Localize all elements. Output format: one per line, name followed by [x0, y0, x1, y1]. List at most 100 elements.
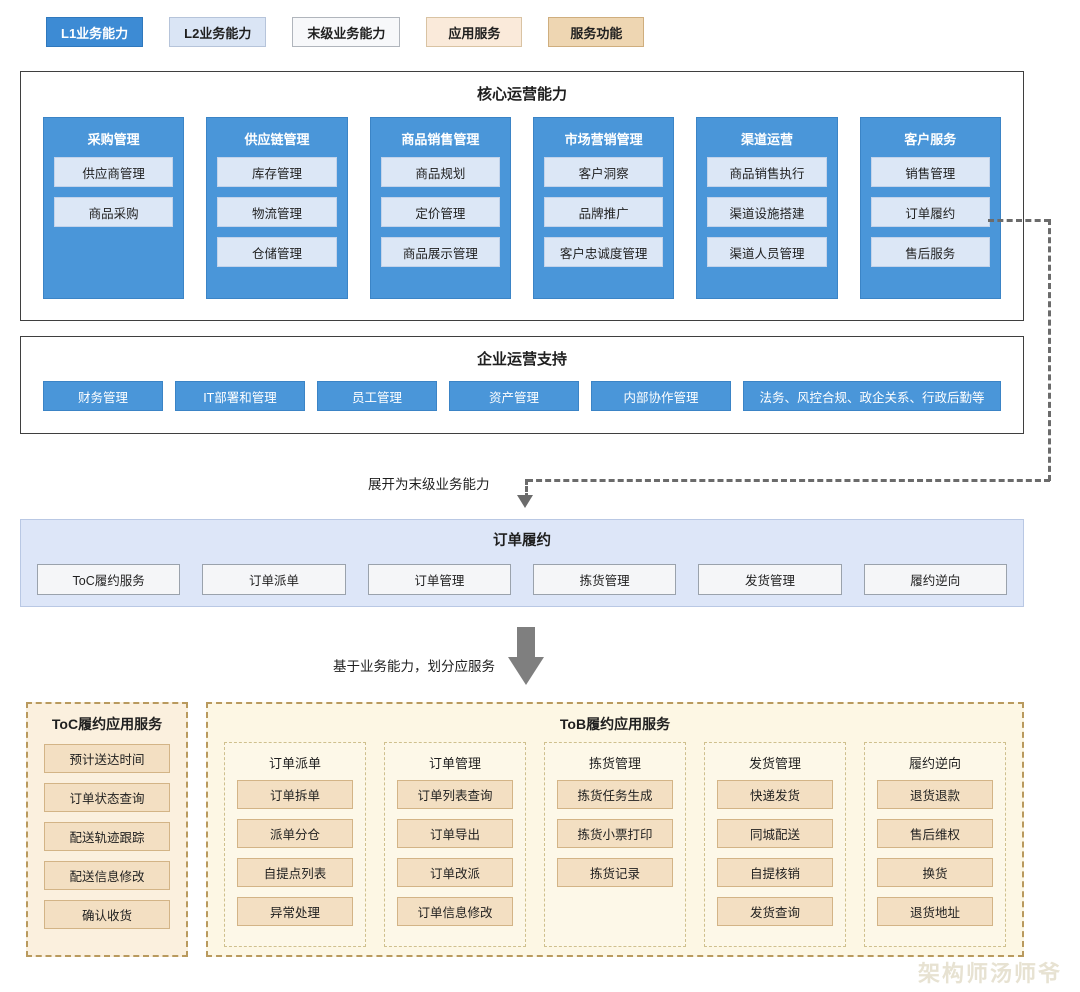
enterprise-support-item[interactable]: 财务管理: [43, 381, 163, 411]
core-column-4: 渠道运营商品销售执行渠道设施搭建渠道人员管理: [696, 117, 838, 299]
core-capability-item[interactable]: 渠道人员管理: [707, 237, 827, 267]
core-capability-item[interactable]: 渠道设施搭建: [707, 197, 827, 227]
tob-service-item[interactable]: 拣货任务生成: [557, 780, 673, 809]
tob-service-item[interactable]: 订单改派: [397, 858, 513, 887]
tob-service-item[interactable]: 拣货记录: [557, 858, 673, 887]
core-operations-panel: 核心运营能力 采购管理供应商管理商品采购供应链管理库存管理物流管理仓储管理商品销…: [20, 71, 1024, 321]
watermark: 架构师汤师爷: [917, 961, 1062, 986]
arrow-head: [508, 657, 544, 685]
enterprise-support-item[interactable]: 内部协作管理: [591, 381, 731, 411]
tob-service-item[interactable]: 订单拆单: [237, 780, 353, 809]
core-capability-item[interactable]: 销售管理: [870, 157, 990, 187]
tob-service-item[interactable]: 派单分仓: [237, 819, 353, 848]
toc-service-title: ToC履约应用服务: [51, 716, 163, 732]
toc-service-group: ToC履约应用服务 预计送达时间订单状态查询配送轨迹跟踪配送信息修改确认收货: [26, 702, 188, 957]
legend-chip-1: L2业务能力: [169, 17, 267, 47]
core-capability-item[interactable]: 供应商管理: [54, 157, 174, 187]
tob-service-column-1: 订单管理订单列表查询订单导出订单改派订单信息修改: [384, 742, 526, 947]
tob-service-item[interactable]: 换货: [877, 858, 993, 887]
core-capability-item[interactable]: 仓储管理: [217, 237, 337, 267]
core-column-title: 市场营销管理: [564, 132, 643, 147]
core-column-2: 商品销售管理商品规划定价管理商品展示管理: [369, 117, 511, 299]
tob-service-column-2: 拣货管理拣货任务生成拣货小票打印拣货记录: [544, 742, 686, 947]
core-operations-title: 核心运营能力: [476, 86, 567, 103]
tob-service-item[interactable]: 自提点列表: [237, 858, 353, 887]
core-capability-item[interactable]: 商品销售执行: [707, 157, 827, 187]
down-arrow-icon: [508, 627, 544, 685]
order-fulfilment-item[interactable]: ToC履约服务: [37, 564, 181, 595]
tob-service-item[interactable]: 退货地址: [877, 897, 993, 926]
enterprise-support-item[interactable]: 法务、风控合规、政企关系、行政后勤等: [743, 381, 1001, 411]
enterprise-support-item[interactable]: IT部署和管理: [175, 381, 305, 411]
split-connector-label: 基于业务能力，划分应服务: [333, 659, 495, 674]
enterprise-support-panel: 企业运营支持 财务管理 IT部署和管理员工管理资产管理内部协作管理法务、风控合规、…: [20, 336, 1024, 434]
order-fulfilment-item[interactable]: 订单派单: [202, 564, 346, 595]
tob-service-item[interactable]: 售后维权: [877, 819, 993, 848]
order-fulfilment-items: ToC履约服务订单派单订单管理拣货管理发货管理履约逆向: [37, 564, 1007, 595]
core-capability-item[interactable]: 客户洞察: [543, 157, 664, 187]
tob-service-group: ToB履约应用服务 订单派单订单拆单派单分仓自提点列表异常处理订单管理订单列表查…: [206, 702, 1024, 957]
tob-service-item[interactable]: 快递发货: [717, 780, 833, 809]
core-capability-item[interactable]: 定价管理: [380, 197, 500, 227]
connector-dashed-top: [988, 219, 1050, 222]
tob-service-column-title: 订单派单: [268, 756, 321, 771]
core-capability-item[interactable]: 商品展示管理: [380, 237, 500, 267]
core-capability-item[interactable]: 商品规划: [380, 157, 500, 187]
tob-service-title: ToB履约应用服务: [559, 716, 671, 732]
tob-service-columns: 订单派单订单拆单派单分仓自提点列表异常处理订单管理订单列表查询订单导出订单改派订…: [224, 742, 1006, 947]
core-capability-item[interactable]: 售后服务: [870, 237, 990, 267]
enterprise-support-title: 企业运营支持: [476, 351, 567, 368]
core-column-title: 客户服务: [904, 132, 957, 147]
tob-service-column-title: 履约逆向: [908, 756, 961, 771]
connector-dashed-down: [525, 479, 528, 499]
toc-service-item[interactable]: 订单状态查询: [44, 783, 170, 812]
core-capability-item[interactable]: 物流管理: [217, 197, 337, 227]
expand-connector-label: 展开为末级业务能力: [368, 477, 490, 492]
core-column-5: 客户服务销售管理订单履约售后服务: [859, 117, 1001, 299]
tob-service-item[interactable]: 同城配送: [717, 819, 833, 848]
order-fulfilment-item[interactable]: 履约逆向: [863, 564, 1007, 595]
tob-service-item[interactable]: 异常处理: [237, 897, 353, 926]
toc-service-items: 预计送达时间订单状态查询配送轨迹跟踪配送信息修改确认收货: [44, 744, 170, 939]
core-capability-item[interactable]: 客户忠诚度管理: [543, 237, 664, 267]
toc-service-item[interactable]: 配送信息修改: [44, 861, 170, 890]
order-fulfilment-item[interactable]: 拣货管理: [532, 564, 677, 595]
toc-service-item[interactable]: 预计送达时间: [44, 744, 170, 773]
core-capability-item[interactable]: 品牌推广: [543, 197, 664, 227]
core-column-title: 渠道运营: [740, 132, 793, 147]
tob-service-column-0: 订单派单订单拆单派单分仓自提点列表异常处理: [224, 742, 366, 947]
core-column-title: 采购管理: [87, 132, 140, 147]
tob-service-column-title: 订单管理: [428, 756, 481, 771]
connector-arrow-icon: [517, 495, 533, 508]
toc-service-item[interactable]: 配送轨迹跟踪: [44, 822, 170, 851]
tob-service-column-title: 发货管理: [748, 756, 801, 771]
tob-service-item[interactable]: 退货退款: [877, 780, 993, 809]
order-fulfilment-item[interactable]: 订单管理: [367, 564, 511, 595]
legend-chip-0: L1业务能力: [46, 17, 144, 47]
core-operations-columns: 采购管理供应商管理商品采购供应链管理库存管理物流管理仓储管理商品销售管理商品规划…: [43, 117, 1001, 299]
core-capability-item[interactable]: 订单履约: [870, 197, 990, 227]
enterprise-support-items: 财务管理 IT部署和管理员工管理资产管理内部协作管理法务、风控合规、政企关系、行政…: [43, 381, 1001, 411]
enterprise-support-item[interactable]: 资产管理: [449, 381, 579, 411]
core-column-1: 供应链管理库存管理物流管理仓储管理: [206, 117, 348, 299]
legend-chip-3: 应用服务: [426, 17, 523, 47]
tob-service-item[interactable]: 拣货小票打印: [557, 819, 673, 848]
tob-service-item[interactable]: 自提核销: [717, 858, 833, 887]
tob-service-item[interactable]: 订单信息修改: [397, 897, 513, 926]
toc-service-item[interactable]: 确认收货: [44, 900, 170, 929]
tob-service-item[interactable]: 订单导出: [397, 819, 513, 848]
enterprise-support-item[interactable]: 员工管理: [317, 381, 437, 411]
tob-service-item[interactable]: 发货查询: [717, 897, 833, 926]
legend-chip-4: 服务功能: [548, 17, 645, 47]
connector-dashed-right: [1048, 219, 1051, 481]
core-capability-item[interactable]: 库存管理: [217, 157, 337, 187]
order-fulfilment-item[interactable]: 发货管理: [698, 564, 842, 595]
core-column-title: 商品销售管理: [401, 132, 480, 147]
tob-service-item[interactable]: 订单列表查询: [397, 780, 513, 809]
tob-service-column-3: 发货管理快递发货同城配送自提核销发货查询: [704, 742, 846, 947]
connector-dashed-bottom: [527, 479, 1050, 482]
order-fulfilment-panel: 订单履约 ToC履约服务订单派单订单管理拣货管理发货管理履约逆向: [20, 519, 1024, 607]
core-column-title: 供应链管理: [244, 132, 310, 147]
core-capability-item[interactable]: 商品采购: [54, 197, 174, 227]
